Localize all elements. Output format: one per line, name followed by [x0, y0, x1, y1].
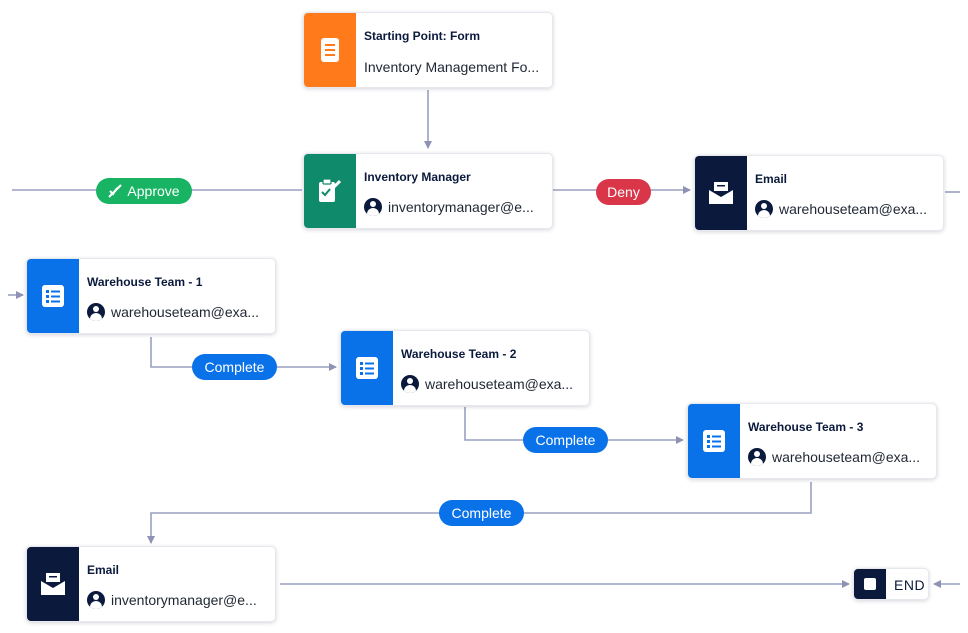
node-title: Email [87, 563, 120, 577]
node-subtitle: inventorymanager@e... [388, 199, 534, 215]
node-subtitle: inventorymanager@e... [111, 592, 257, 608]
node-title: Starting Point: Form [364, 29, 480, 43]
node-subtitle: Inventory Management Fo... [364, 59, 540, 75]
complete-pill[interactable]: Complete [439, 500, 524, 526]
user-icon [364, 198, 382, 216]
warehouse-team-1-node[interactable]: Warehouse Team - 1 warehouseteam@exa... [26, 258, 276, 334]
node-subtitle: warehouseteam@exa... [425, 376, 574, 392]
deny-label: Deny [607, 184, 640, 200]
user-icon [87, 591, 105, 609]
user-icon [87, 303, 105, 321]
warehouse-team-2-node[interactable]: Warehouse Team - 2 warehouseteam@exa... [340, 330, 590, 406]
complete-label: Complete [535, 432, 596, 448]
user-icon [755, 200, 773, 218]
inventory-manager-node[interactable]: Inventory Manager inventorymanager@e... [303, 153, 553, 229]
deny-pill[interactable]: Deny [596, 179, 651, 205]
checklist-icon [341, 331, 393, 405]
node-title: Warehouse Team - 3 [748, 420, 864, 434]
mail-icon [27, 547, 79, 621]
node-title: Inventory Manager [364, 170, 471, 184]
stop-icon [854, 569, 886, 599]
checklist-icon [688, 404, 740, 478]
mail-icon [695, 156, 747, 230]
node-title: Warehouse Team - 2 [401, 347, 517, 361]
node-subtitle: warehouseteam@exa... [772, 449, 921, 465]
complete-label: Complete [204, 359, 265, 375]
approve-label: Approve [127, 183, 180, 199]
start-form-node[interactable]: Starting Point: Form Inventory Managemen… [303, 12, 553, 88]
warehouse-team-3-node[interactable]: Warehouse Team - 3 warehouseteam@exa... [687, 403, 937, 479]
user-icon [748, 448, 766, 466]
node-title: Warehouse Team - 1 [87, 275, 203, 289]
approve-icon [108, 184, 123, 198]
node-subtitle: warehouseteam@exa... [779, 201, 928, 217]
form-icon [304, 13, 356, 87]
email-final-node[interactable]: Email inventorymanager@e... [26, 546, 276, 622]
node-subtitle: warehouseteam@exa... [111, 304, 260, 320]
node-title: Email [755, 172, 788, 186]
checklist-icon [27, 259, 79, 333]
email-deny-node[interactable]: Email warehouseteam@exa... [694, 155, 944, 231]
approval-icon [304, 154, 356, 228]
end-node[interactable]: END [853, 568, 929, 600]
complete-pill[interactable]: Complete [523, 427, 608, 453]
complete-pill[interactable]: Complete [192, 354, 277, 380]
complete-label: Complete [451, 505, 512, 521]
end-label: END [894, 577, 926, 593]
approve-pill[interactable]: Approve [96, 178, 192, 204]
user-icon [401, 375, 419, 393]
